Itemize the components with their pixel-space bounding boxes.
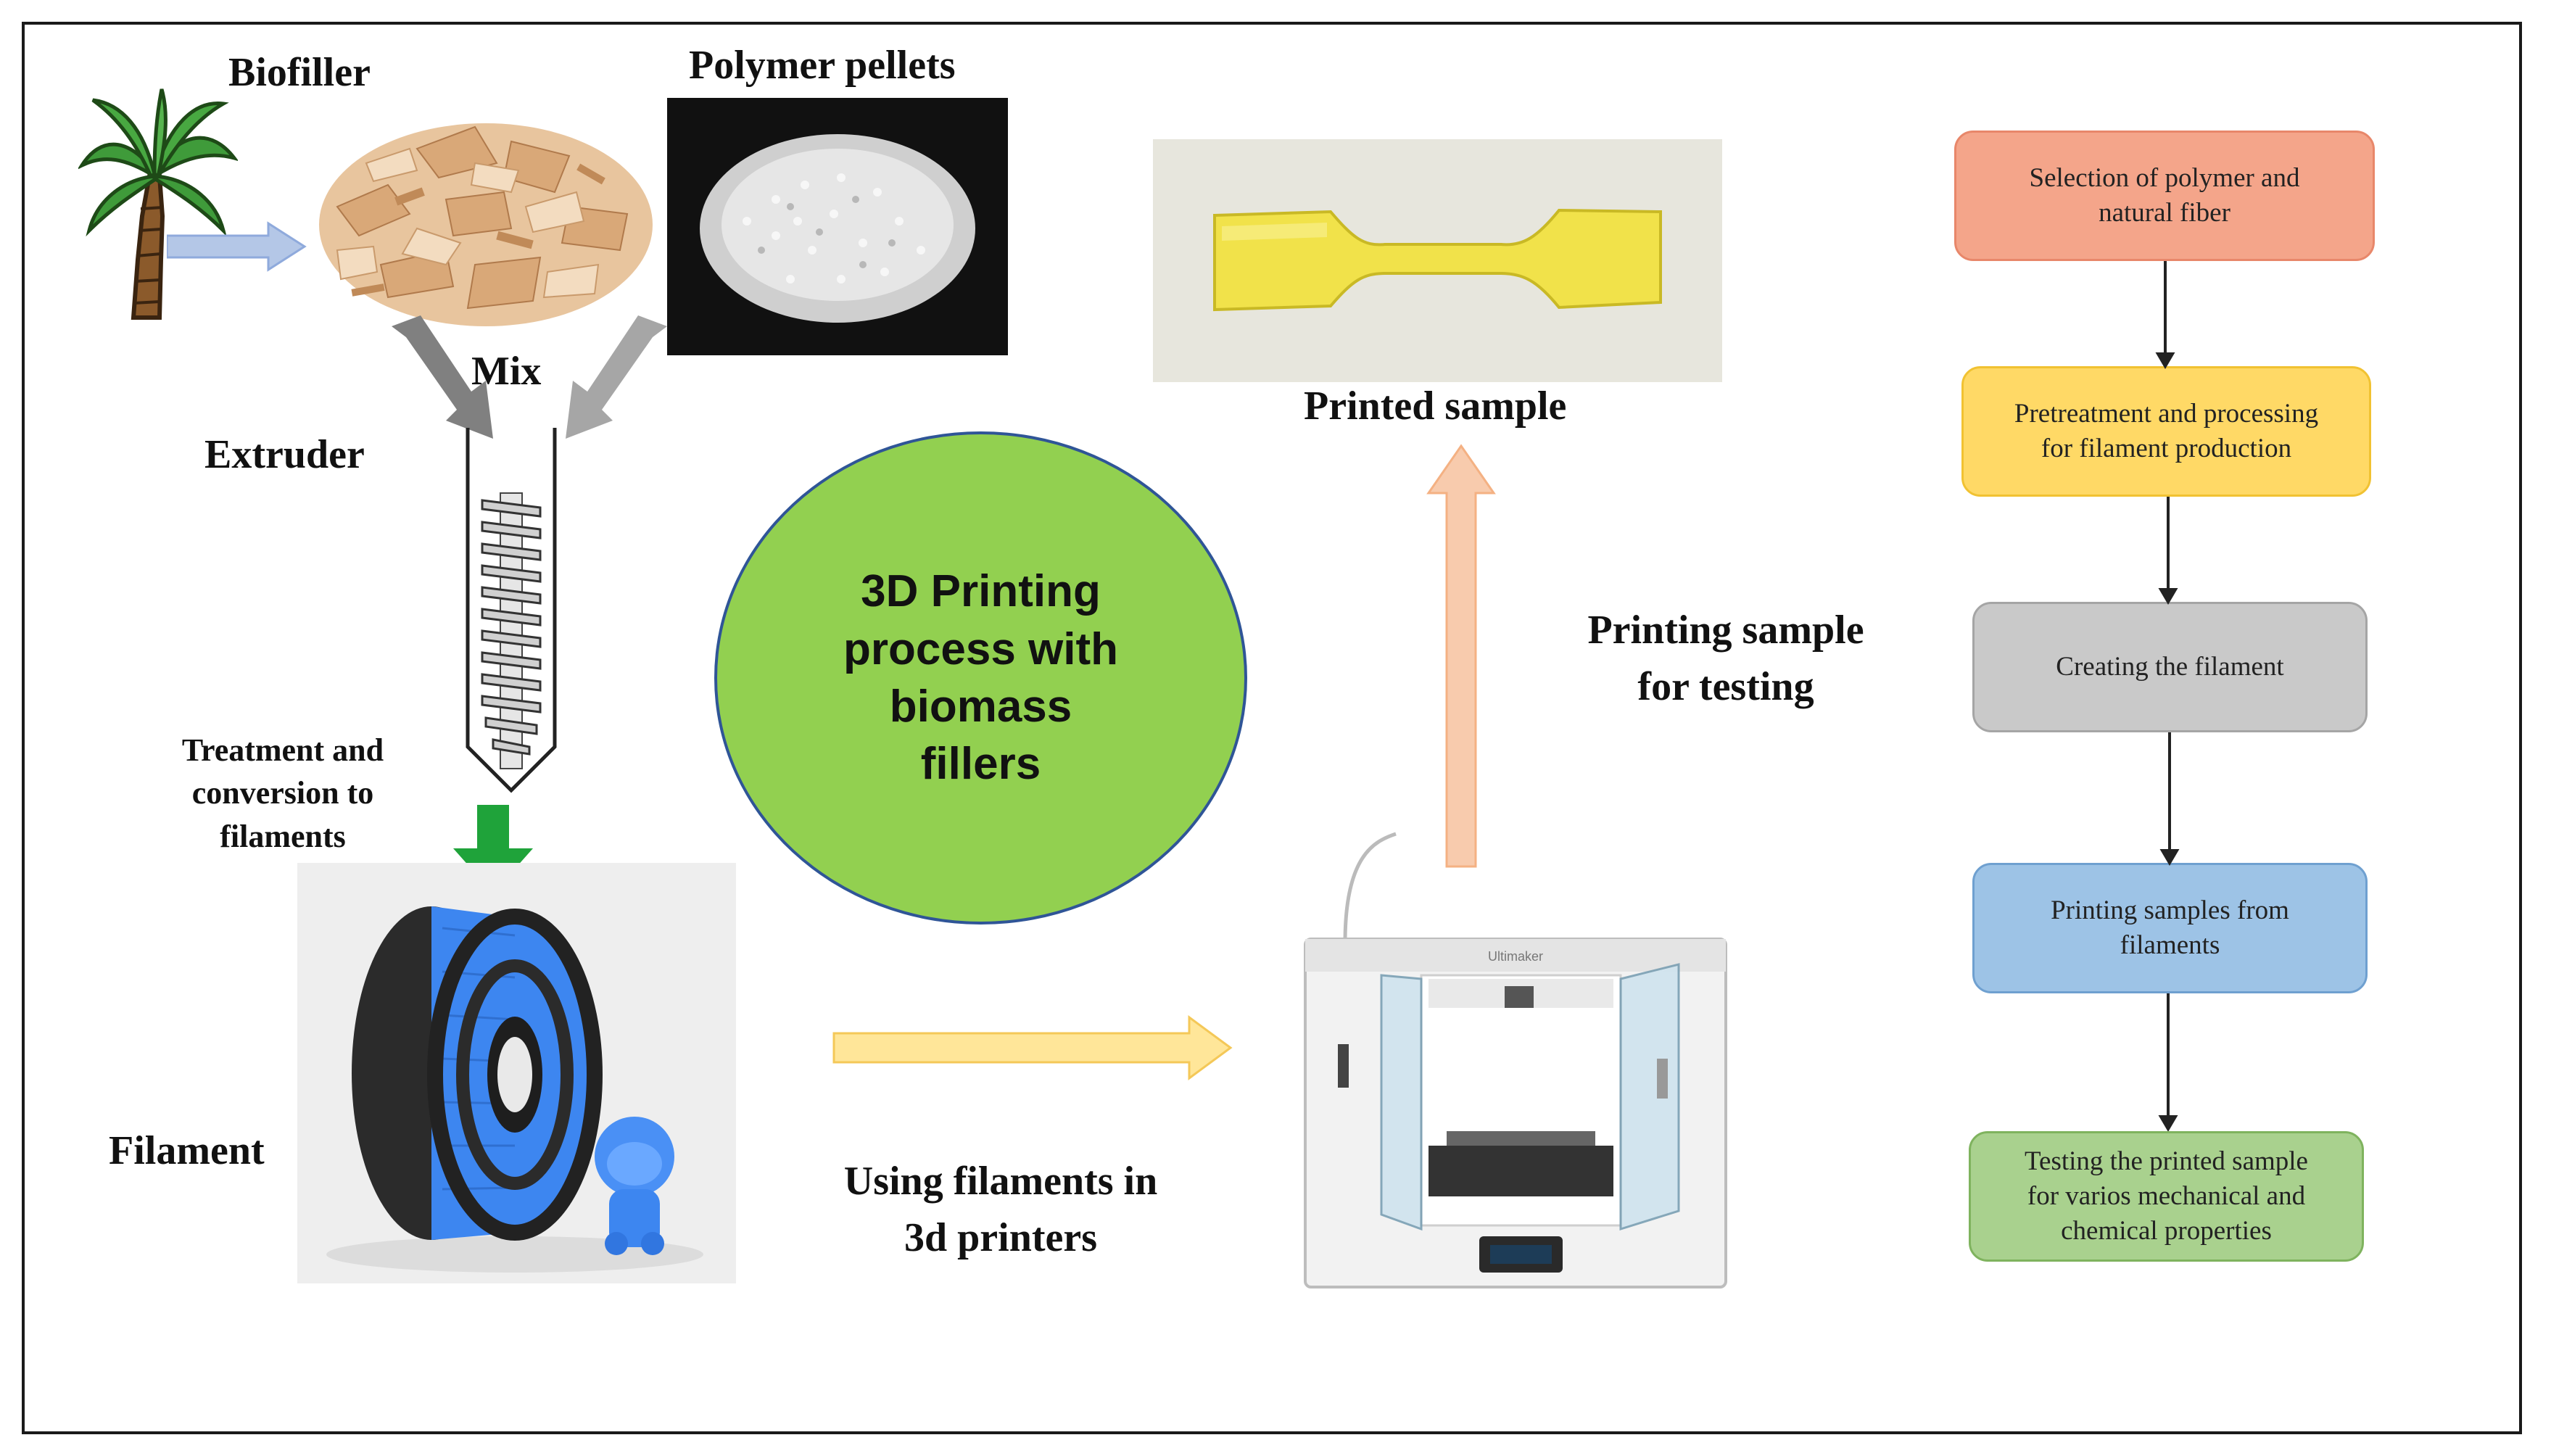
- printed-sample-label: Printed sample: [1304, 384, 1567, 429]
- printer-brand-text: Ultimaker: [1488, 949, 1543, 964]
- circle-line-4: fillers: [920, 739, 1041, 790]
- flowchart-connectors: [2155, 261, 2180, 1131]
- mix-arrows: [392, 315, 667, 439]
- treatment-line-2: conversion to: [191, 775, 374, 811]
- center-circle-text: 3D Printing process with biomass fillers: [778, 563, 1184, 793]
- flow-5-line-1: Testing the printed sample: [2025, 1146, 2308, 1176]
- printing-sample-label: Printing sample for testing: [1537, 602, 1914, 716]
- flow-box-selection: Selection of polymer and natural fiber: [1954, 131, 2375, 261]
- palm-tree-icon: [78, 88, 238, 320]
- flow-box-creating-filament: Creating the filament: [1972, 602, 2368, 732]
- printed-dogbone-image: [1153, 139, 1722, 382]
- flow-box-pretreatment: Pretreatment and processing for filament…: [1961, 366, 2371, 497]
- flow-1-line-2: natural fiber: [2099, 198, 2230, 228]
- flow-4-line-2: filaments: [2120, 930, 2220, 960]
- flow-2-line-2: for filament production: [2041, 434, 2292, 463]
- circle-line-3: biomass: [889, 682, 1072, 732]
- circle-line-2: process with: [843, 624, 1118, 674]
- connector-4-head: [2158, 1115, 2178, 1131]
- using-filaments-label: Using filaments in 3d printers: [776, 1153, 1225, 1267]
- flow-box-1-text: Selection of polymer and natural fiber: [2030, 161, 2300, 231]
- center-circle: 3D Printing process with biomass fillers: [714, 431, 1247, 925]
- flow-5-line-3: chemical properties: [2061, 1216, 2272, 1246]
- using-line-1: Using filaments in: [843, 1159, 1158, 1204]
- filament-to-printer-arrow: [832, 1015, 1233, 1080]
- flow-box-testing: Testing the printed sample for varios me…: [1969, 1131, 2364, 1262]
- treatment-line-3: filaments: [220, 818, 346, 854]
- extruder-to-filament-arrow: [453, 805, 533, 893]
- flow-box-2-text: Pretreatment and processing for filament…: [2014, 397, 2318, 466]
- connector-2-head: [2158, 588, 2178, 605]
- palm-to-biofiller-arrow: [167, 221, 307, 272]
- filament-spool-image: [297, 863, 736, 1283]
- connector-3-head: [2159, 849, 2180, 866]
- using-line-2: 3d printers: [904, 1215, 1097, 1261]
- printer-to-sample-arrow: [1426, 444, 1496, 868]
- circle-line-1: 3D Printing: [861, 566, 1101, 617]
- extruder-label: Extruder: [204, 432, 365, 477]
- flow-2-line-1: Pretreatment and processing: [2014, 398, 2319, 429]
- flow-4-line-1: Printing samples from: [2051, 895, 2289, 925]
- flow-5-line-2: for varios mechanical and: [2027, 1180, 2306, 1211]
- printing-line-1: Printing sample: [1587, 608, 1864, 653]
- flow-3-line-1: Creating the filament: [2056, 651, 2284, 682]
- filament-label: Filament: [109, 1128, 265, 1173]
- extruder-screw-icon: [466, 428, 557, 793]
- flow-1-line-1: Selection of polymer and: [2029, 162, 2300, 193]
- mix-label: Mix: [471, 349, 542, 394]
- treatment-label: Treatment and conversion to filaments: [149, 729, 417, 858]
- flow-box-4-text: Printing samples from filaments: [2051, 893, 2289, 963]
- connector-1-head: [2155, 352, 2175, 369]
- treatment-line-1: Treatment and: [181, 732, 384, 768]
- flow-box-5-text: Testing the printed sample for varios me…: [2025, 1144, 2308, 1249]
- flow-box-printing-samples: Printing samples from filaments: [1972, 863, 2368, 993]
- biofiller-label: Biofiller: [228, 50, 371, 95]
- printing-line-2: for testing: [1637, 664, 1814, 710]
- wood-chips-image: [319, 123, 653, 326]
- diagram-frame: [22, 22, 2522, 1434]
- 3d-printer-image: Ultimaker: [1304, 832, 1727, 1289]
- polymer-pellets-label: Polymer pellets: [689, 43, 956, 88]
- flow-box-3-text: Creating the filament: [2056, 650, 2283, 684]
- polymer-pellets-image: [667, 98, 1008, 355]
